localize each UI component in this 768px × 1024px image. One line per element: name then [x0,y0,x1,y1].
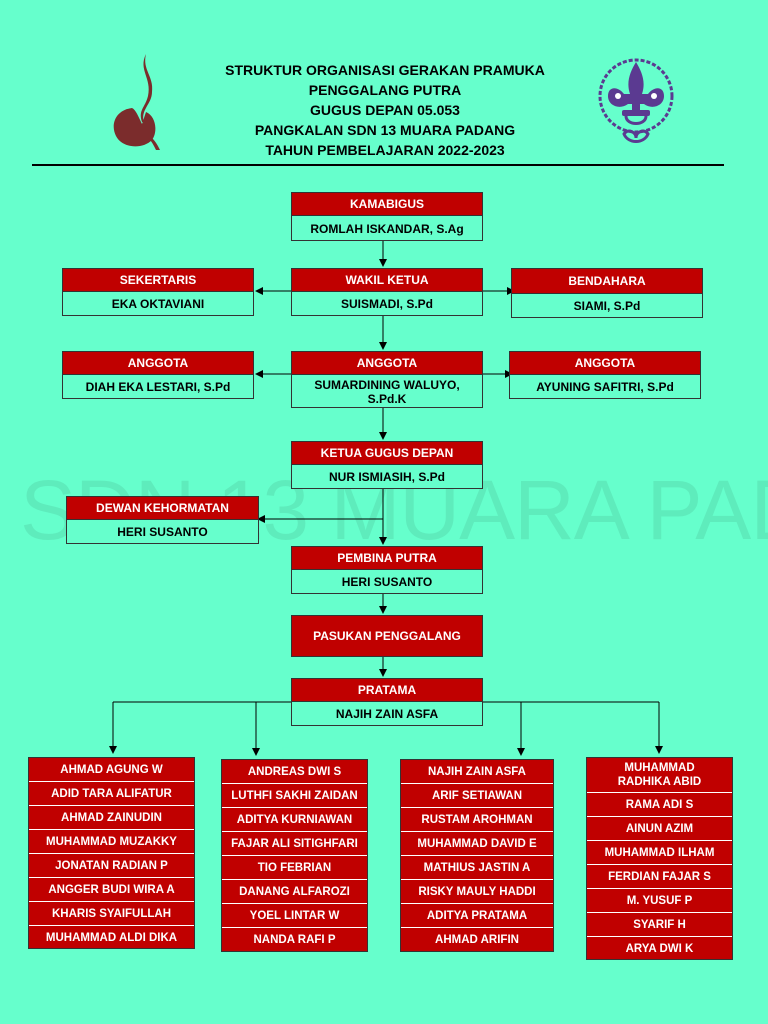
anggota-right-box: ANGGOTA AYUNING SAFITRI, S.Pd [509,351,701,399]
bendahara-name: SIAMI, S.Pd [573,299,641,313]
group-1-list: AHMAD AGUNG W ADID TARA ALIFATUR AHMAD Z… [28,757,195,949]
pratama-name: NAJIH ZAIN ASFA [335,707,439,721]
list-item: LUTHFI SAKHI ZAIDAN [222,784,367,808]
list-item: FAJAR ALI SITIGHFARI [222,832,367,856]
list-item: NAJIH ZAIN ASFA [401,760,553,784]
list-item: YOEL LINTAR W [222,904,367,928]
list-item: ADITYA PRATAMA [401,904,553,928]
list-item: MATHIUS JASTIN A [401,856,553,880]
anggota-center-name: SUMARDINING WALUYO, S.Pd.K [292,375,482,408]
list-item: AHMAD ARIFIN [435,934,519,946]
scout-fleur-de-lis-icon [598,58,674,143]
dewan-kehormatan-box: DEWAN KEHORMATAN HERI SUSANTO [66,496,259,544]
sekertaris-box: SEKERTARIS EKA OKTAVIANI [62,268,254,316]
list-item: TIO FEBRIAN [222,856,367,880]
anggota-left-name: DIAH EKA LESTARI, S.Pd [85,380,231,394]
bendahara-box: BENDAHARA SIAMI, S.Pd [511,268,703,318]
list-item: FERDIAN FAJAR S [587,865,732,889]
anggota-center-name-line2: S.Pd.K [367,391,407,406]
pasukan-penggalang-box: PASUKAN PENGGALANG [291,615,483,657]
page-title: STRUKTUR ORGANISASI GERAKAN PRAMUKA PENG… [190,60,580,160]
ketua-gugus-name: NUR ISMIASIH, S.Pd [328,470,445,484]
title-line-3: GUGUS DEPAN 05.053 [310,102,460,118]
anggota-right-name: AYUNING SAFITRI, S.Pd [536,380,674,394]
list-item: ANDREAS DWI S [222,760,367,784]
list-item: MUHAMMAD DAVID E [401,832,553,856]
list-item: NANDA RAFI P [253,934,336,946]
pratama-box: PRATAMA NAJIH ZAIN ASFA [291,678,483,726]
kamabigus-name: ROMLAH ISKANDAR, S.Ag [310,221,464,236]
anggota-left-box: ANGGOTA DIAH EKA LESTARI, S.Pd [62,351,254,399]
title-line-4: PANGKALAN SDN 13 MUARA PADANG [254,122,516,138]
list-item: RUSTAM AROHMAN [401,808,553,832]
list-item: MUHAMMAD RADHIKA ABID [587,758,732,793]
list-item: ADITYA KURNIAWAN [222,808,367,832]
ketua-gugus-title: KETUA GUGUS DEPAN [292,442,482,465]
list-item: DANANG ALFAROZI [222,880,367,904]
kamabigus-title: KAMABIGUS [292,193,482,216]
list-item: ARIF SETIAWAN [401,784,553,808]
list-item: AINUN AZIM [587,817,732,841]
wakil-ketua-name: SUISMADI, S.Pd [340,297,433,311]
bendahara-title: BENDAHARA [512,269,702,294]
pembina-putra-box: PEMBINA PUTRA HERI SUSANTO [291,546,483,594]
sekertaris-title: SEKERTARIS [63,269,253,292]
list-item: AHMAD AGUNG W [29,758,194,782]
list-item: ARYA DWI K [625,943,694,955]
pratama-title: PRATAMA [292,679,482,702]
ketua-gugus-box: KETUA GUGUS DEPAN NUR ISMIASIH, S.Pd [291,441,483,489]
anggota-center-name-line1: SUMARDINING WALUYO, [314,377,460,392]
title-line-2: PENGGALANG PUTRA [308,82,462,98]
list-item: KHARIS SYAIFULLAH [29,902,194,926]
list-item: RAMA ADI S [587,793,732,817]
dewan-kehormatan-title: DEWAN KEHORMATAN [67,497,258,520]
dewan-kehormatan-name: HERI SUSANTO [117,525,208,539]
kamabigus-box: KAMABIGUS ROMLAH ISKANDAR, S.Ag [291,192,483,241]
title-line-1: STRUKTUR ORGANISASI GERAKAN PRAMUKA [225,62,545,78]
pembina-putra-title: PEMBINA PUTRA [292,547,482,570]
list-item: MUHAMMAD ALDI DIKA [45,932,178,944]
list-item: JONATAN RADIAN P [29,854,194,878]
list-item: SYARIF H [587,913,732,937]
group-4-list: MUHAMMAD RADHIKA ABID RAMA ADI S AINUN A… [586,757,733,960]
pembina-putra-name: HERI SUSANTO [341,575,433,589]
group-3-list: NAJIH ZAIN ASFA ARIF SETIAWAN RUSTAM ARO… [400,759,554,952]
list-item: ADID TARA ALIFATUR [29,782,194,806]
wakil-ketua-title: WAKIL KETUA [292,269,482,292]
list-item: MUHAMMAD ILHAM [587,841,732,865]
list-item: RISKY MAULY HADDI [401,880,553,904]
list-item: M. YUSUF P [587,889,732,913]
wakil-ketua-box: WAKIL KETUA SUISMADI, S.Pd [291,268,483,316]
anggota-left-title: ANGGOTA [63,352,253,375]
group-2-list: ANDREAS DWI S LUTHFI SAKHI ZAIDAN ADITYA… [221,759,368,952]
anggota-right-title: ANGGOTA [510,352,700,375]
list-item: ANGGER BUDI WIRA A [29,878,194,902]
header-divider [32,164,724,166]
list-item: AHMAD ZAINUDIN [29,806,194,830]
tunas-kelapa-icon [113,54,160,150]
title-line-5: TAHUN PEMBELAJARAN 2022-2023 [265,142,505,158]
list-item: MUHAMMAD MUZAKKY [29,830,194,854]
sekertaris-name: EKA OKTAVIANI [111,297,205,311]
anggota-center-title: ANGGOTA [292,352,482,375]
anggota-center-box: ANGGOTA SUMARDINING WALUYO, S.Pd.K [291,351,483,408]
